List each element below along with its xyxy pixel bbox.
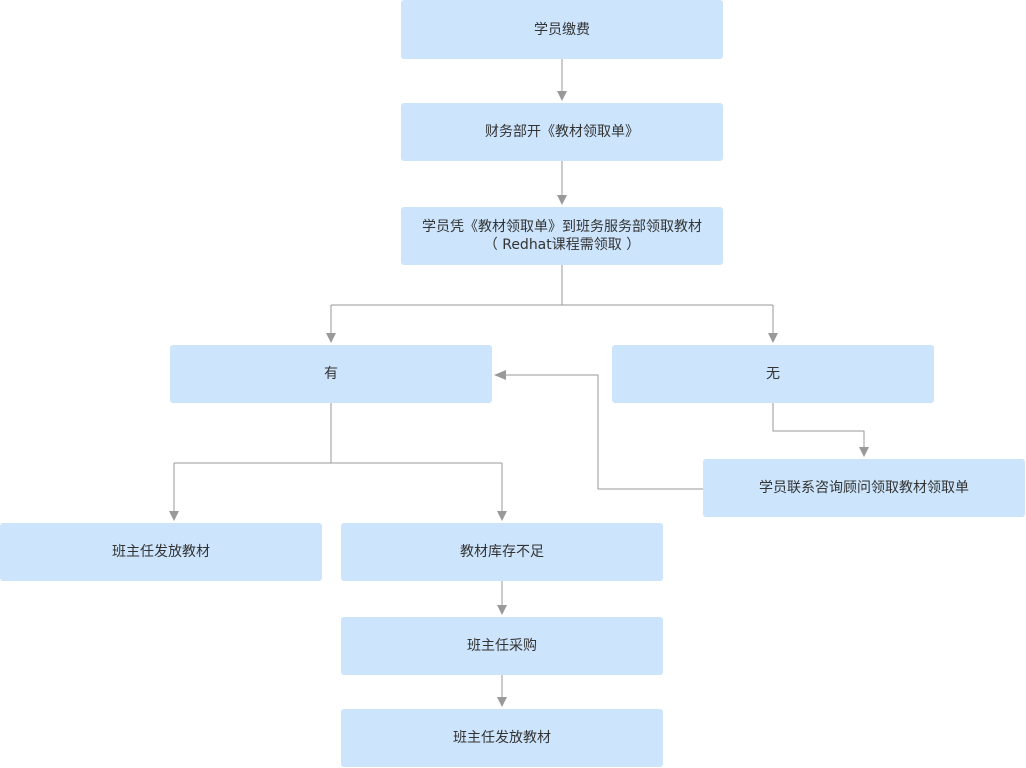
node-label: 无 xyxy=(766,366,780,382)
connector-yes-to-branches xyxy=(169,403,507,521)
node-label: 学员缴费 xyxy=(534,21,590,38)
connector-purchase-to-distribute xyxy=(497,675,507,707)
node-stock-shortage: 教材库存不足 xyxy=(341,523,663,581)
node-label: 学员联系咨询顾问领取教材领取单 xyxy=(759,480,969,496)
node-no-slip: 无 xyxy=(612,345,934,403)
node-teacher-purchase: 班主任采购 xyxy=(341,617,663,675)
node-contact-advisor: 学员联系咨询顾问领取教材领取单 xyxy=(703,459,1025,517)
node-label: 教材库存不足 xyxy=(460,544,544,560)
node-label: 财务部开《教材领取单》 xyxy=(485,124,639,140)
arrowhead-icon xyxy=(768,333,778,343)
arrowhead-icon xyxy=(497,697,507,707)
node-label-line2: （ Redhat课程需领取 ） xyxy=(483,237,641,253)
connector-collect-to-branches xyxy=(326,265,778,343)
node-teacher-distribute-after-purchase: 班主任发放教材 xyxy=(341,709,663,767)
arrowhead-icon xyxy=(557,195,567,205)
arrowhead-icon xyxy=(859,447,869,457)
connector-pay-to-finance xyxy=(557,59,567,101)
node-finance-issue-slip: 财务部开《教材领取单》 xyxy=(401,103,723,161)
node-label: 班主任发放教材 xyxy=(453,730,551,746)
node-label: 班主任采购 xyxy=(467,638,537,654)
connector-no-to-contact xyxy=(772,403,869,457)
node-label-line1: 学员凭《教材领取单》到班务服务部领取教材 xyxy=(422,219,702,235)
node-teacher-distribute: 班主任发放教材 xyxy=(0,523,322,581)
arrowhead-icon xyxy=(557,91,567,101)
arrowhead-icon xyxy=(497,605,507,615)
arrowhead-icon xyxy=(494,370,506,380)
connector-finance-to-collect xyxy=(557,161,567,205)
node-has-slip: 有 xyxy=(170,345,492,403)
arrowhead-icon xyxy=(326,333,336,343)
arrowhead-icon xyxy=(497,511,507,521)
node-label: 班主任发放教材 xyxy=(112,544,210,560)
arrowhead-icon xyxy=(169,511,179,521)
connector-shortage-to-purchase xyxy=(497,581,507,615)
node-student-payment: 学员缴费 xyxy=(401,0,723,59)
node-collect-materials: 学员凭《教材领取单》到班务服务部领取教材 （ Redhat课程需领取 ） xyxy=(401,207,723,265)
node-label: 有 xyxy=(324,366,338,382)
